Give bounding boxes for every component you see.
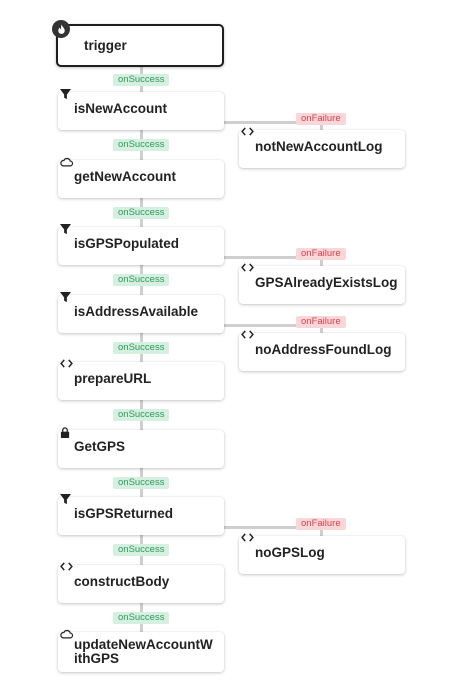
node-label: prepareURL: [74, 371, 152, 386]
connector-line: [320, 527, 323, 536]
on-success-badge: onSuccess: [113, 206, 170, 219]
on-failure-badge: onFailure: [296, 248, 346, 260]
node-label: updateNewAccountWithGPS: [74, 637, 213, 666]
node-label: isGPSReturned: [74, 506, 174, 521]
code-icon: [241, 263, 254, 275]
connector-line: [224, 121, 322, 124]
on-failure-badge: onFailure: [296, 518, 346, 530]
node-notNewAccountLog[interactable]: notNewAccountLog: [239, 127, 405, 168]
node-isAddressAvailable[interactable]: isAddressAvailable: [58, 292, 224, 333]
node-constructBody[interactable]: constructBody: [58, 562, 224, 603]
node-label: noGPSLog: [255, 545, 325, 560]
node-label: GPSAlreadyExistsLog: [255, 275, 398, 290]
node-label: getNewAccount: [74, 169, 177, 184]
node-label: constructBody: [74, 574, 170, 589]
on-success-badge: onSuccess: [113, 611, 170, 624]
code-icon: [241, 127, 254, 139]
on-success-badge: onSuccess: [113, 274, 170, 286]
on-success-badge: onSuccess: [113, 341, 170, 354]
connector-line: [320, 325, 323, 333]
node-GPSAlreadyExistsLog[interactable]: GPSAlreadyExistsLog: [239, 263, 405, 304]
on-failure-badge: onFailure: [296, 113, 346, 125]
code-icon: [60, 359, 73, 371]
cloud-icon: [60, 157, 74, 170]
node-trigger[interactable]: trigger: [52, 20, 224, 67]
node-prepareURL[interactable]: prepareURL: [58, 359, 224, 400]
connector-line: [224, 256, 322, 259]
flame-icon: [52, 20, 70, 38]
on-success-badge: onSuccess: [113, 544, 170, 556]
filter-icon: [60, 292, 71, 306]
cloud-icon: [60, 629, 74, 642]
node-isNewAccount[interactable]: isNewAccount: [58, 89, 224, 130]
node-label: notNewAccountLog: [255, 139, 383, 154]
node-noGPSLog[interactable]: noGPSLog: [239, 533, 405, 574]
lock-icon: [60, 427, 70, 441]
on-success-badge: onSuccess: [113, 73, 170, 86]
connector-line: [320, 257, 323, 266]
node-updateNewAccountWithGPS[interactable]: updateNewAccountWithGPS: [58, 629, 224, 672]
connector-line: [224, 324, 322, 327]
connector-line: [224, 526, 322, 529]
node-label: isAddressAvailable: [74, 304, 199, 319]
on-failure-badge: onFailure: [296, 316, 346, 328]
filter-icon: [60, 494, 71, 508]
on-success-badge: onSuccess: [113, 409, 170, 421]
node-label: noAddressFoundLog: [255, 342, 392, 357]
code-icon: [241, 330, 254, 342]
code-icon: [60, 562, 73, 574]
connector-line: [320, 122, 323, 130]
node-label: isGPSPopulated: [74, 236, 180, 251]
node-isGPSPopulated[interactable]: isGPSPopulated: [58, 224, 224, 265]
node-label: GetGPS: [74, 439, 126, 454]
filter-icon: [60, 224, 71, 238]
node-label: trigger: [84, 38, 127, 53]
code-icon: [241, 533, 254, 545]
node-getNewAccount[interactable]: getNewAccount: [58, 157, 224, 198]
node-isGPSReturned[interactable]: isGPSReturned: [58, 494, 224, 535]
on-success-badge: onSuccess: [113, 139, 170, 151]
node-GetGPS[interactable]: GetGPS: [58, 427, 224, 468]
filter-icon: [60, 89, 71, 103]
node-noAddressFoundLog[interactable]: noAddressFoundLog: [239, 330, 405, 371]
node-label: isNewAccount: [74, 101, 168, 116]
on-success-badge: onSuccess: [113, 476, 170, 489]
